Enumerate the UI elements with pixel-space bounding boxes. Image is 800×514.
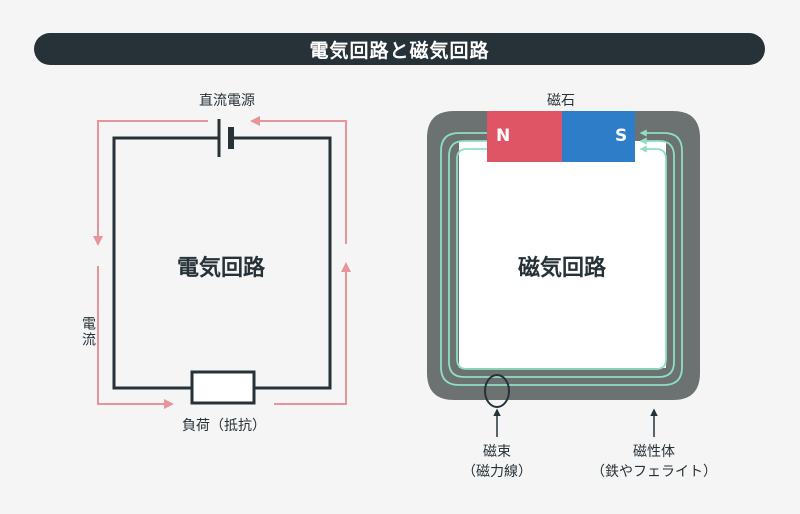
core-label: 磁性体 （鉄やフェライト）	[591, 441, 717, 481]
flux-highlight-ring	[484, 374, 510, 408]
north-pole	[487, 111, 562, 162]
resistor-icon	[190, 370, 256, 405]
flux-label-sub: （磁力線）	[462, 464, 532, 480]
magnet	[487, 111, 635, 162]
current-label: 電流	[80, 316, 96, 348]
north-label: N	[496, 126, 511, 146]
magnetic-core	[427, 111, 700, 400]
south-pole	[562, 111, 635, 162]
south-label: S	[615, 126, 628, 146]
current-arrows	[93, 116, 351, 409]
load-label: 負荷（抵抗）	[182, 418, 266, 434]
flux-lines	[440, 129, 683, 386]
core-label-sub: （鉄やフェライト）	[591, 464, 717, 480]
flux-label-main: 磁束	[483, 444, 511, 460]
title-bar: 電気回路と磁気回路	[34, 33, 765, 65]
magnetic-circuit-label: 磁気回路	[517, 256, 607, 281]
electric-circuit-label: 電気回路	[176, 256, 266, 281]
core-label-main: 磁性体	[633, 444, 675, 460]
dc-source-label: 直流電源	[199, 93, 255, 109]
electric-wire	[112, 136, 332, 390]
flux-label: 磁束 （磁力線）	[462, 441, 532, 481]
battery-icon	[217, 119, 234, 157]
magnet-label: 磁石	[547, 93, 575, 109]
page-title: 電気回路と磁気回路	[309, 39, 490, 62]
